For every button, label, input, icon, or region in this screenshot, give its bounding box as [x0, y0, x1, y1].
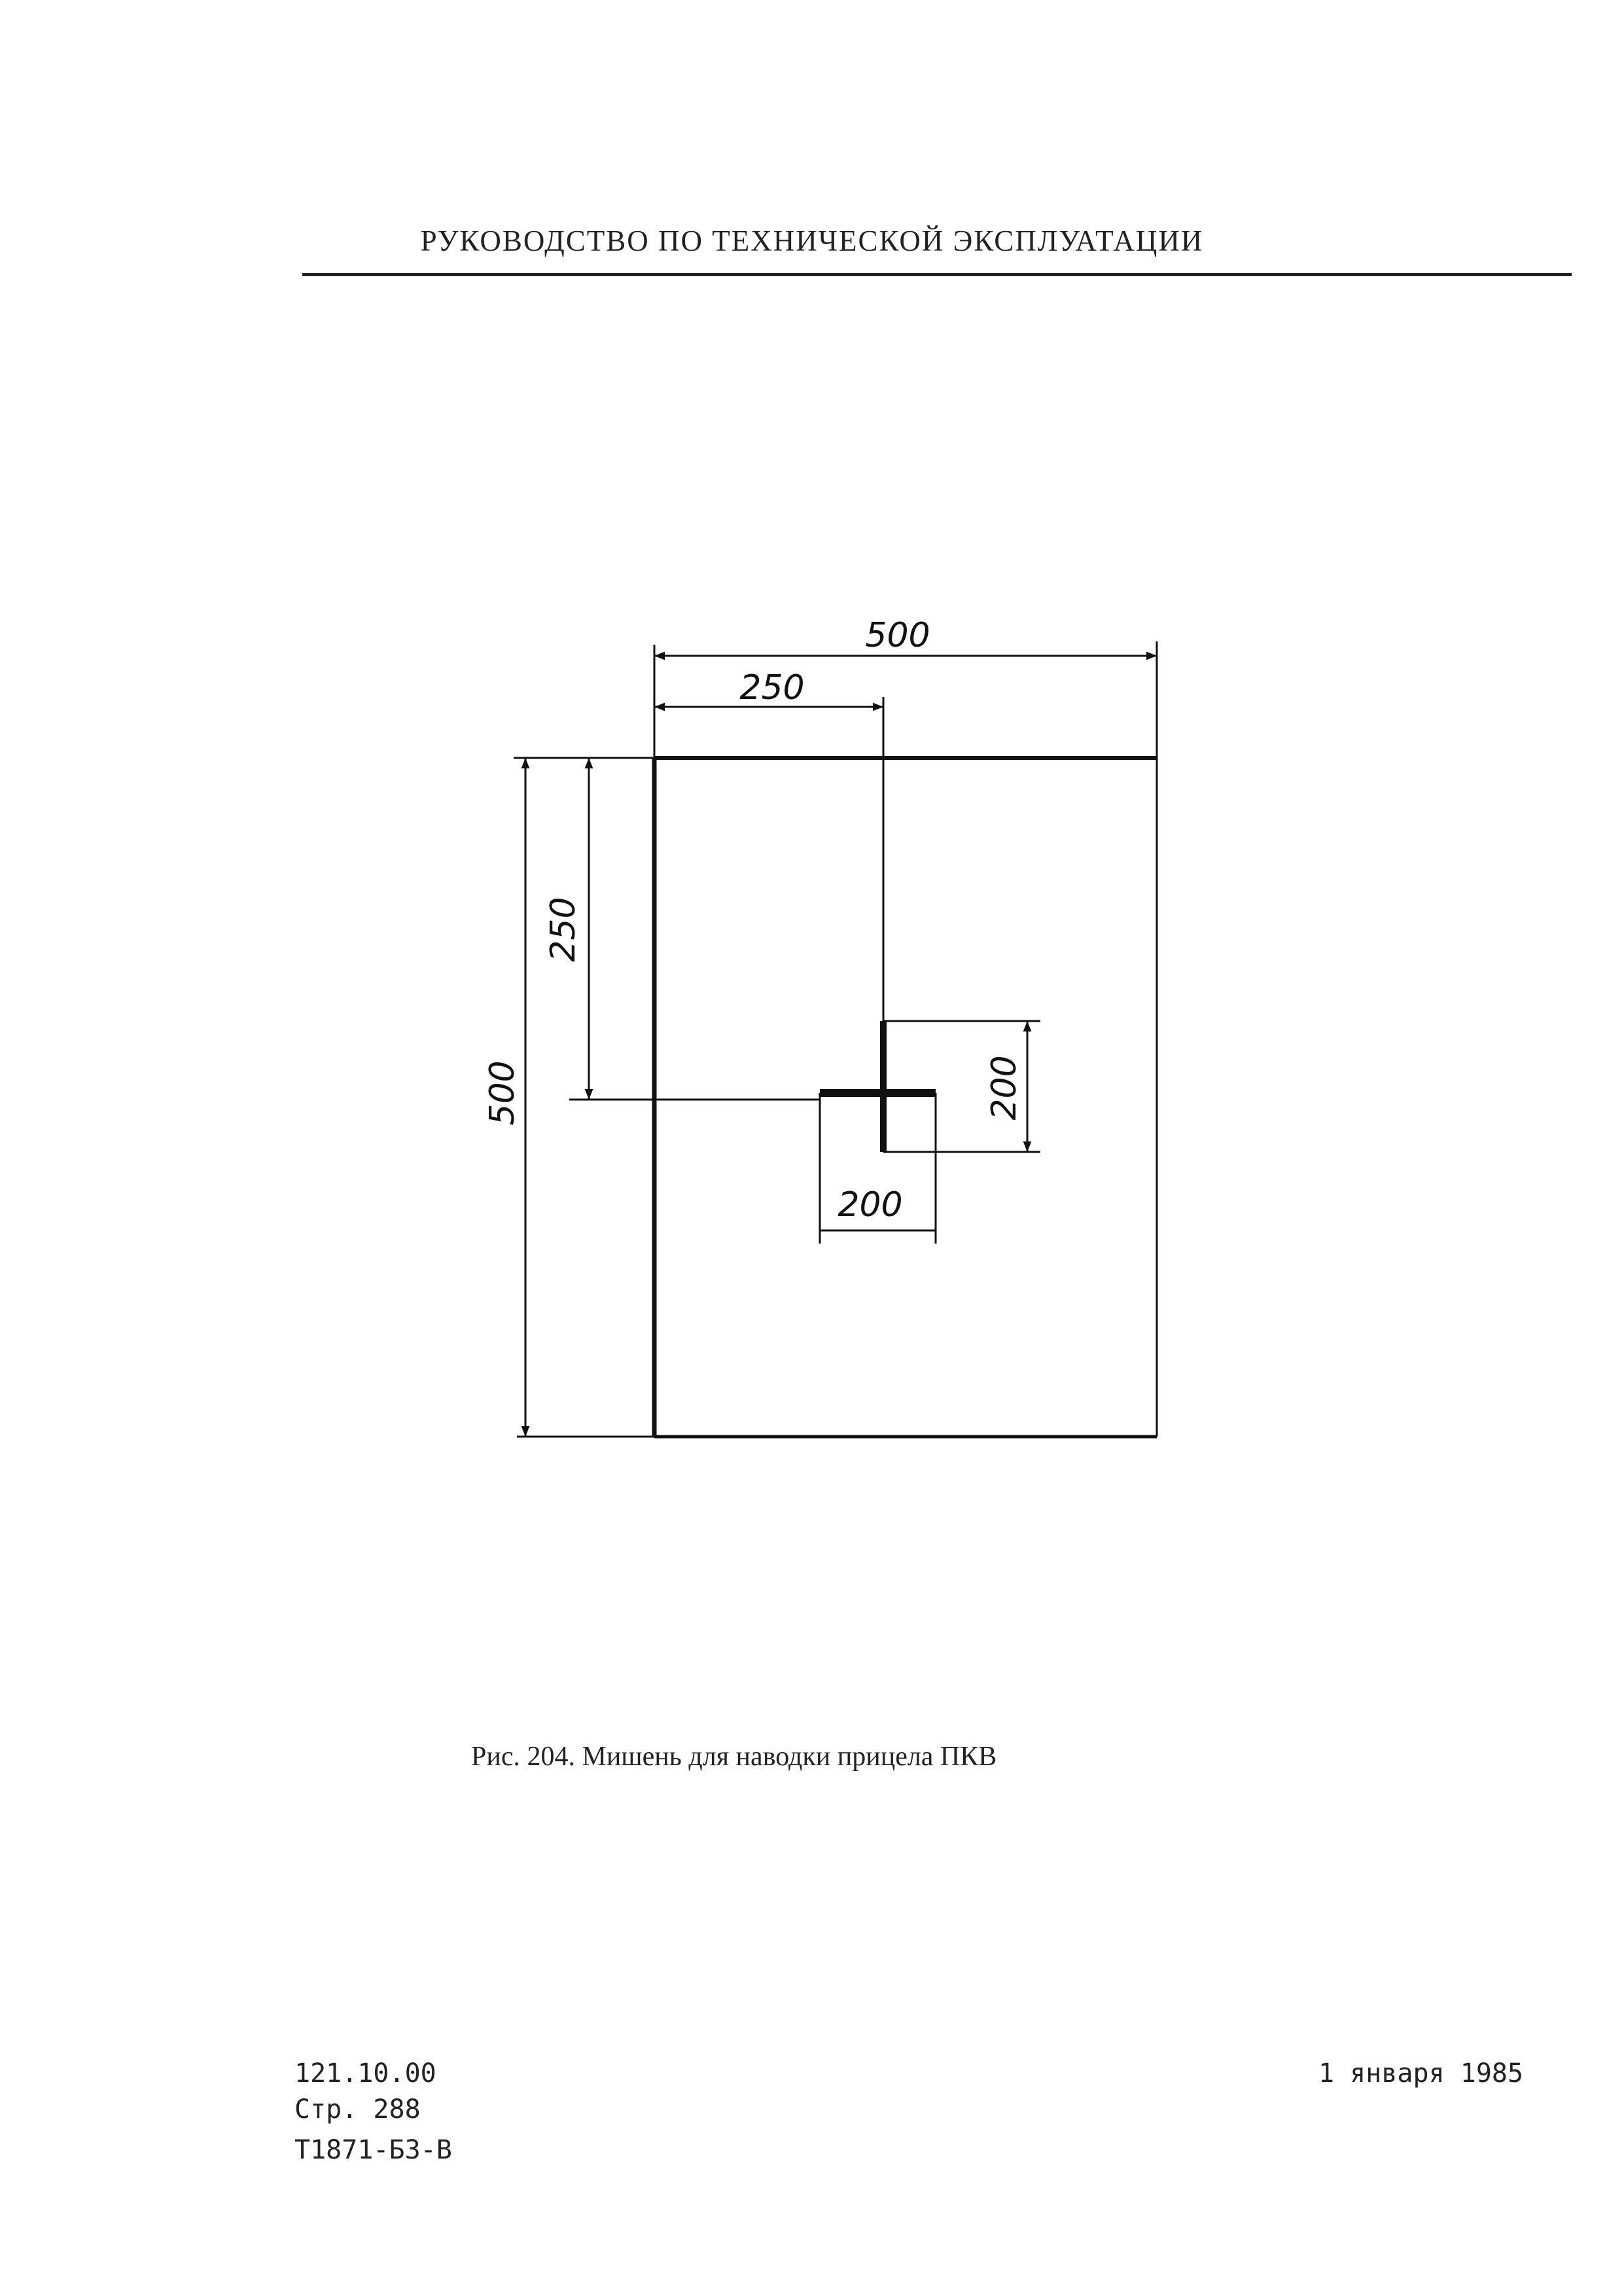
footer-page-number: Стр. 288: [294, 2094, 421, 2125]
dimension-label-total-width: 500: [865, 616, 930, 655]
footer-document-number: Т1871-БЗ-В: [294, 2135, 452, 2165]
dimension-half-width: [654, 697, 885, 1021]
dimension-mark-width: [819, 1093, 937, 1244]
dimension-label-half-width: 250: [739, 668, 804, 708]
footer-section-code: 121.10.00: [294, 2058, 436, 2089]
dimension-label-mark-width: 200: [838, 1185, 902, 1225]
dimension-mark-height: [883, 1020, 1040, 1153]
target-board: [652, 756, 1158, 1439]
dimension-total-width: [653, 641, 1158, 758]
aiming-mark: [820, 1021, 936, 1152]
dimension-total-height: [514, 757, 654, 1438]
footer-date: 1 января 1985: [1318, 2058, 1524, 2089]
dimension-label-total-height: 500: [483, 1060, 522, 1125]
page-header-title: РУКОВОДСТВО ПО ТЕХНИЧЕСКОЙ ЭКСПЛУАТАЦИИ: [420, 224, 1204, 257]
header-rule: [302, 273, 1572, 276]
dimension-label-mark-height: 200: [985, 1055, 1024, 1120]
dimension-label-half-height: 250: [544, 897, 583, 961]
dimension-half-height: [569, 758, 820, 1101]
figure-caption: Рис. 204. Мишень для наводки прицела ПКВ: [471, 1742, 997, 1772]
